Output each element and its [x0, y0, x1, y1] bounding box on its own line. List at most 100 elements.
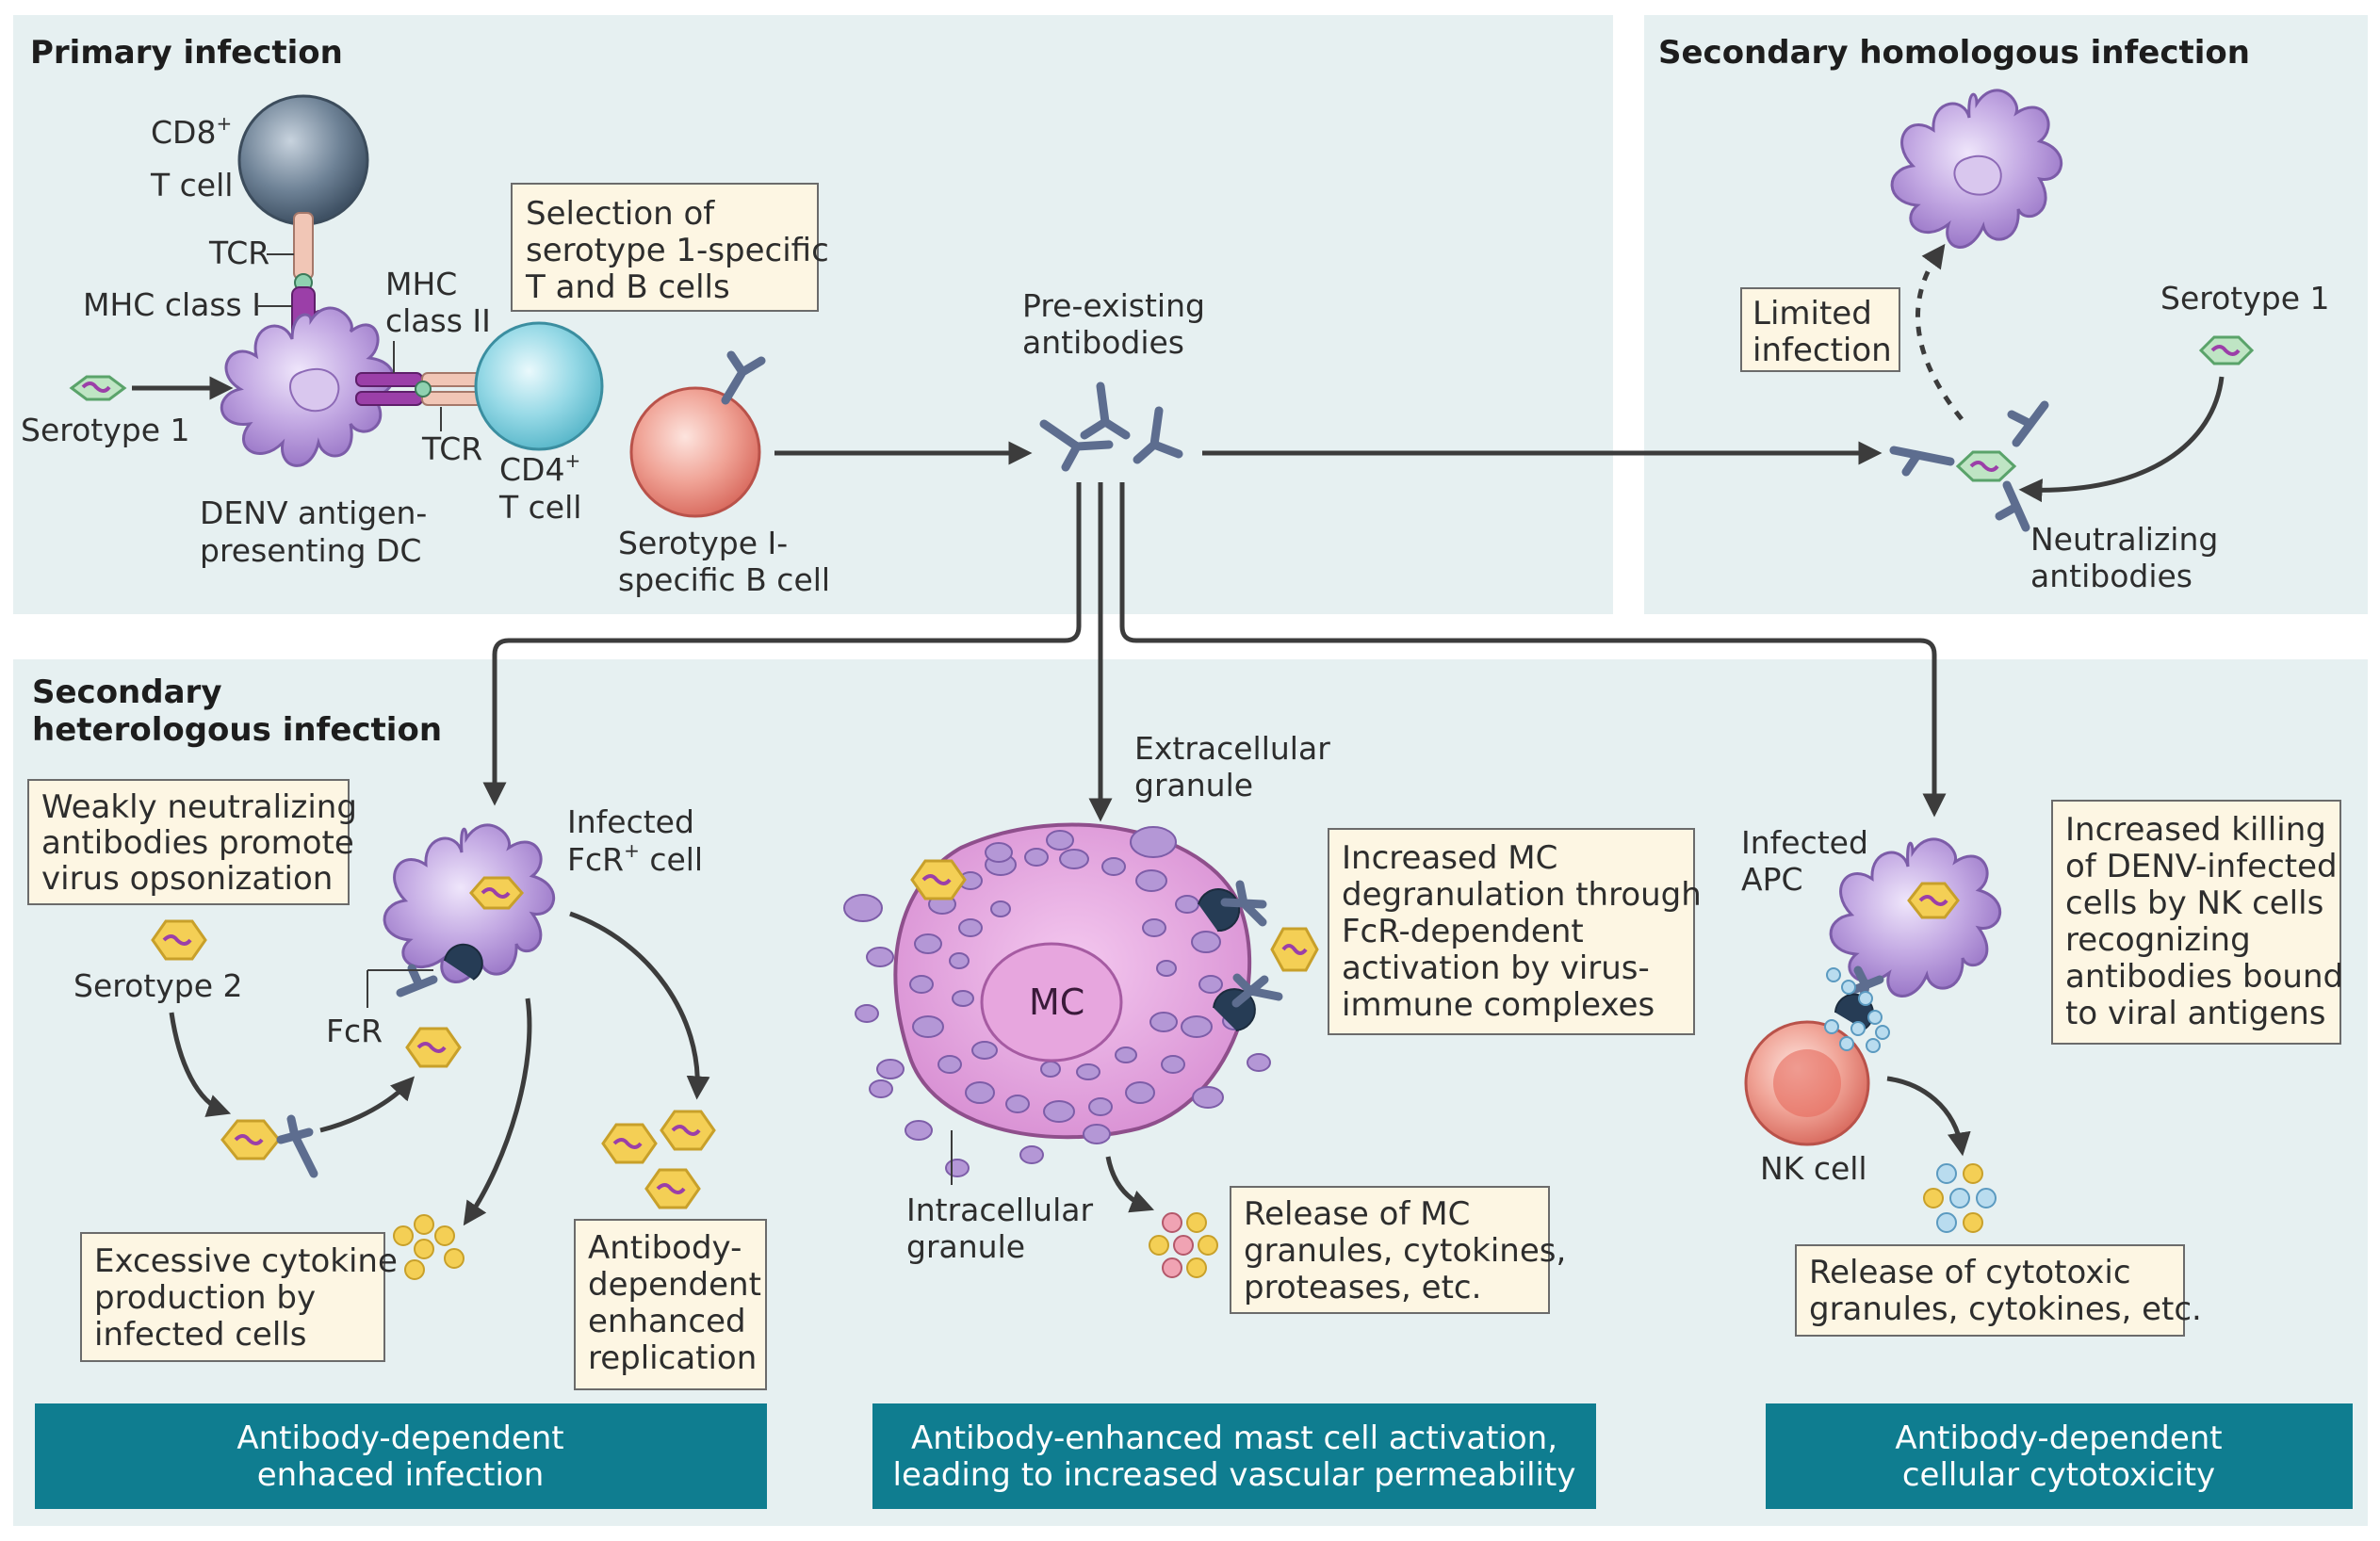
- svg-text:degranulation through: degranulation through: [1342, 876, 1702, 914]
- svg-text:Weakly neutralizing: Weakly neutralizing: [41, 788, 357, 826]
- svg-text:Limited: Limited: [1752, 295, 1872, 333]
- svg-text:Selection of: Selection of: [526, 195, 715, 233]
- svg-text:Increased MC: Increased MC: [1342, 839, 1557, 877]
- tcr-top-label: TCR: [208, 235, 269, 271]
- svg-text:infected cells: infected cells: [94, 1316, 306, 1354]
- svg-text:enhaced infection: enhaced infection: [257, 1456, 545, 1494]
- pre-existing-antibodies: [1039, 381, 1183, 472]
- replicating-viruses: [601, 1110, 716, 1209]
- mhc-class-ii-label-2: class II: [385, 302, 491, 339]
- serotype1-secondary-label: Serotype 1: [2160, 280, 2330, 316]
- svg-text:production by: production by: [94, 1279, 316, 1317]
- svg-text:serotype 1-specific: serotype 1-specific: [526, 232, 829, 269]
- cd4-t-cell: [474, 321, 604, 451]
- heterologous-title-line2: heterologous infection: [32, 711, 442, 749]
- primary-infection-title: Primary infection: [30, 34, 343, 72]
- neutralizing-label-2: antibodies: [2030, 558, 2193, 594]
- infected-fcr-label-1: Infected: [567, 803, 694, 840]
- mhc-class-ii: [355, 372, 423, 406]
- svg-text:virus opsonization: virus opsonization: [41, 860, 333, 898]
- nk-release-particles: [1923, 1163, 1997, 1233]
- connector-to-adcc: [1119, 482, 1947, 818]
- dc-label-1: DENV antigen-: [200, 495, 427, 531]
- mast-cell-band: Antibody-enhanced mast cell activation, …: [872, 1403, 1596, 1509]
- cell-to-replication-arrow: [569, 911, 710, 1100]
- dc-label-2: presenting DC: [200, 532, 421, 569]
- svg-text:FcR-dependent: FcR-dependent: [1342, 913, 1584, 950]
- serotype2-virus: [151, 919, 207, 961]
- intracellular-label-2: granule: [906, 1228, 1025, 1265]
- cytokine-particles: [393, 1214, 465, 1280]
- mc-fcr-antibody-complexes: [1198, 880, 1319, 1031]
- serotype1-virus-secondary: [2198, 335, 2255, 365]
- intracellular-label-1: Intracellular: [906, 1192, 1093, 1228]
- mc-label: MC: [1029, 981, 1084, 1023]
- svg-text:enhanced: enhanced: [588, 1303, 746, 1340]
- serotype2-label: Serotype 2: [73, 967, 243, 1004]
- infected-apc-cell: [1829, 837, 2001, 1030]
- svg-text:Antibody-enhanced mast cell ac: Antibody-enhanced mast cell activation,: [911, 1419, 1557, 1457]
- cd4-label: CD4+: [499, 449, 580, 488]
- cell-to-cytokines-arrow: [463, 998, 532, 1226]
- svg-text:cellular cytotoxicity: cellular cytotoxicity: [1902, 1456, 2215, 1494]
- svg-text:Antibody-dependent: Antibody-dependent: [236, 1419, 563, 1457]
- svg-text:replication: replication: [588, 1339, 757, 1377]
- infected-fcr-cell: [383, 823, 555, 998]
- svg-text:cells by NK cells: cells by NK cells: [2065, 884, 2323, 922]
- fcr-label: FcR: [326, 1013, 383, 1049]
- intracellular-granules: [909, 848, 1223, 1123]
- release-cytotoxic-box: Release of cytotoxic granules, cytokines…: [1795, 1244, 2202, 1337]
- increased-mc-box: Increased MC degranulation through FcR-d…: [1328, 828, 1702, 1035]
- fcr-virus-bound: [405, 1027, 462, 1068]
- ade-replication-box: Antibody- dependent enhanced replication: [574, 1219, 767, 1390]
- mast-cell: [893, 822, 1252, 1140]
- denv-antigen-presenting-dc: [220, 306, 395, 467]
- cd8-t-cell: [237, 94, 369, 292]
- svg-text:of DENV-infected: of DENV-infected: [2065, 848, 2338, 885]
- adcc-band: Antibody-dependent cellular cytotoxicity: [1766, 1403, 2353, 1509]
- serotype1-specific-b-cell: [629, 350, 766, 518]
- serotype1-to-neutralizing-arrow: [2018, 376, 2225, 503]
- heterologous-title-line1: Secondary: [32, 673, 221, 711]
- mc-release-particles: [1149, 1212, 1218, 1278]
- infected-apc-label-2: APC: [1741, 861, 1803, 898]
- increased-killing-box: Increased killing of DENV-infected cells…: [2051, 800, 2343, 1045]
- mc-virus-top: [910, 859, 967, 900]
- serotype2-to-complex-arrow: [169, 1012, 232, 1117]
- limited-infection-dashed-arrow: [1915, 243, 1964, 421]
- svg-text:antibodies promote: antibodies promote: [41, 824, 354, 862]
- preexisting-label-1: Pre-existing: [1022, 287, 1205, 324]
- svg-text:Excessive cytokine: Excessive cytokine: [94, 1242, 398, 1280]
- bcell-label-1: Serotype I-: [618, 525, 788, 561]
- extracellular-granules: [843, 826, 1271, 1177]
- infected-apc-label-1: Infected: [1741, 824, 1868, 861]
- excessive-cytokine-box: Excessive cytokine production by infecte…: [80, 1232, 398, 1362]
- extracellular-label-2: granule: [1134, 767, 1253, 803]
- svg-text:immune complexes: immune complexes: [1342, 986, 1655, 1024]
- mhc-class-i-label: MHC class I: [83, 286, 261, 323]
- release-mc-box: Release of MC granules, cytokines, prote…: [1230, 1186, 1566, 1314]
- nk-release-arrow: [1886, 1076, 1971, 1157]
- extracellular-label-1: Extracellular: [1134, 730, 1330, 767]
- limited-infection-box: Limited infection: [1740, 287, 1900, 372]
- cd4-tcell-label: T cell: [498, 489, 581, 526]
- neutralizing-label-1: Neutralizing: [2030, 521, 2218, 558]
- svg-text:recognizing: recognizing: [2065, 921, 2251, 959]
- tcr-bottom-label: TCR: [421, 430, 482, 467]
- serotype1-primary-label: Serotype 1: [21, 412, 190, 448]
- homologous-dc: [1890, 89, 2062, 249]
- svg-text:T and B cells: T and B cells: [525, 268, 730, 306]
- svg-text:leading to increased vascular: leading to increased vascular permeabili…: [893, 1456, 1576, 1494]
- neutralizing-antibodies-complex: [1889, 400, 2049, 532]
- complex-to-fcr-arrow: [319, 1076, 416, 1133]
- nk-cell: [1744, 1020, 1870, 1146]
- mc-release-arrow: [1105, 1156, 1154, 1213]
- connector-to-ade: [482, 482, 1082, 806]
- ade-band: Antibody-dependent enhaced infection: [35, 1403, 767, 1509]
- svg-text:Antibody-dependent: Antibody-dependent: [1895, 1419, 2222, 1457]
- bcell-label-2: specific B cell: [618, 561, 830, 598]
- svg-text:proteases, etc.: proteases, etc.: [1244, 1269, 1481, 1306]
- preexisting-label-2: antibodies: [1022, 324, 1184, 361]
- svg-text:infection: infection: [1752, 332, 1892, 369]
